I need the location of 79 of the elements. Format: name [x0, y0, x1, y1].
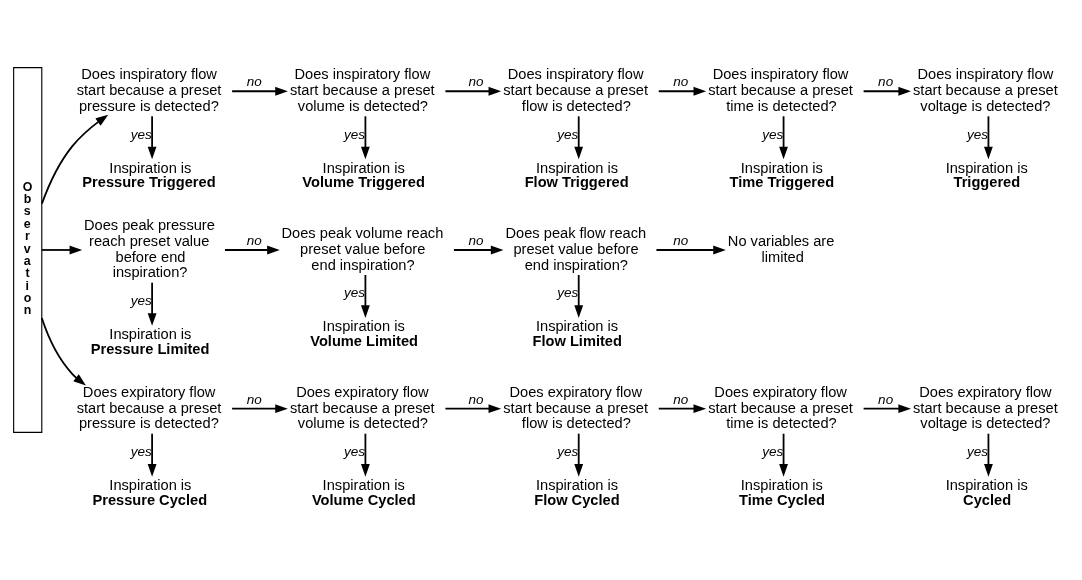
- arrow: [147, 432, 157, 477]
- node-text: Inspiration is Time Triggered: [729, 159, 835, 190]
- edge-label: no: [246, 73, 262, 89]
- node-text: Inspiration is Cycled: [945, 476, 1028, 508]
- node-box: Observation: [13, 66, 43, 433]
- arrow: [779, 432, 788, 477]
- node-text: Does inspiratory flow start because a preset flow is detected?: [503, 65, 649, 114]
- arrow: [574, 432, 584, 477]
- node-text: Inspiration is Flow Triggered: [524, 159, 629, 190]
- node-text: Inspiration is Time Cycled: [739, 476, 826, 508]
- edge-label: no: [468, 73, 484, 89]
- node-text: Inspiration is Volume Triggered: [302, 159, 425, 190]
- node-text: Inspiration is Pressure Triggered: [82, 159, 216, 190]
- node-text: Inspiration is Flow Cycled: [534, 476, 620, 508]
- arrow: [224, 245, 280, 254]
- node-text: Inspiration is Volume Limited: [310, 317, 419, 349]
- arrow: [574, 114, 584, 159]
- node-text: Does inspiratory flow start because a preset pressure is detected?: [76, 65, 222, 114]
- node-text: Inspiration is Pressure Cycled: [92, 476, 208, 508]
- arrow: [655, 245, 726, 254]
- node-text: Does inspiratory flow start because a preset voltage is detected?: [913, 65, 1058, 114]
- arrow: [657, 86, 707, 96]
- edge-label: yes: [344, 126, 366, 142]
- arrow: [444, 403, 502, 413]
- edge-label: no: [246, 232, 262, 248]
- edge-label: no: [878, 73, 894, 89]
- arrow: [361, 273, 370, 318]
- edge-label: yes: [557, 443, 579, 459]
- node-text: Does inspiratory flow start because a preset volume is detected?: [289, 65, 435, 114]
- edge-label: no: [246, 391, 262, 407]
- arrow: [862, 86, 911, 96]
- edge-label: yes: [344, 443, 366, 459]
- arrow: [41, 114, 109, 205]
- edge-label: no: [673, 232, 689, 248]
- node-text: Does inspiratory flow start because a preset time is detected?: [708, 65, 853, 114]
- node-text: Does peak pressure reach preset value before end inspiration?: [84, 216, 215, 280]
- node-text: Inspiration is Volume Cycled: [311, 476, 416, 508]
- arrow: [231, 403, 288, 413]
- edge-label: yes: [967, 443, 989, 459]
- edge-label: no: [468, 232, 484, 248]
- node-text: Inspiration is Flow Limited: [532, 317, 622, 349]
- edge-label: no: [878, 391, 894, 407]
- arrow: [147, 281, 157, 326]
- arrow: [40, 316, 86, 386]
- edge-label: yes: [130, 443, 152, 459]
- node-text: Does expiratory flow start because a preset time is detected?: [708, 383, 853, 431]
- arrow: [779, 114, 788, 159]
- edge-label: no: [673, 73, 689, 89]
- node-text: Does expiratory flow start because a preset volume is detected?: [289, 383, 435, 431]
- arrow: [657, 403, 707, 413]
- edge-label: yes: [967, 126, 989, 142]
- arrow: [984, 432, 993, 477]
- node-text: Does peak flow reach preset value before end inspiration?: [505, 224, 647, 273]
- edge-label: no: [673, 391, 689, 407]
- edge-label: yes: [557, 284, 579, 300]
- edge-label: yes: [344, 284, 366, 300]
- edge-label: yes: [557, 126, 579, 142]
- node-text: No variables are limited: [727, 232, 835, 265]
- arrow: [361, 432, 370, 477]
- node-text: Does expiratory flow start because a preset flow is detected?: [503, 383, 649, 431]
- edge-label: yes: [762, 126, 784, 142]
- arrow: [231, 86, 288, 96]
- node-text: Does expiratory flow start because a preset pressure is detected?: [76, 383, 222, 431]
- arrow: [41, 245, 83, 254]
- node-text: Inspiration is Pressure Limited: [90, 325, 210, 357]
- edge-label: yes: [130, 292, 152, 308]
- arrow: [444, 86, 502, 96]
- arrow: [453, 245, 504, 254]
- arrow: [574, 273, 584, 318]
- edge-label: yes: [762, 443, 784, 459]
- node-text: Does expiratory flow start because a preset voltage is detected?: [913, 383, 1058, 431]
- arrow: [147, 114, 157, 159]
- arrow: [984, 114, 993, 159]
- node-text: Inspiration is Triggered: [945, 159, 1028, 190]
- edge-label: no: [468, 391, 484, 407]
- node-text: Does peak volume reach preset value before end inspiration?: [281, 224, 444, 273]
- arrow: [862, 403, 911, 413]
- edge-label: yes: [130, 126, 152, 142]
- arrow: [361, 114, 370, 159]
